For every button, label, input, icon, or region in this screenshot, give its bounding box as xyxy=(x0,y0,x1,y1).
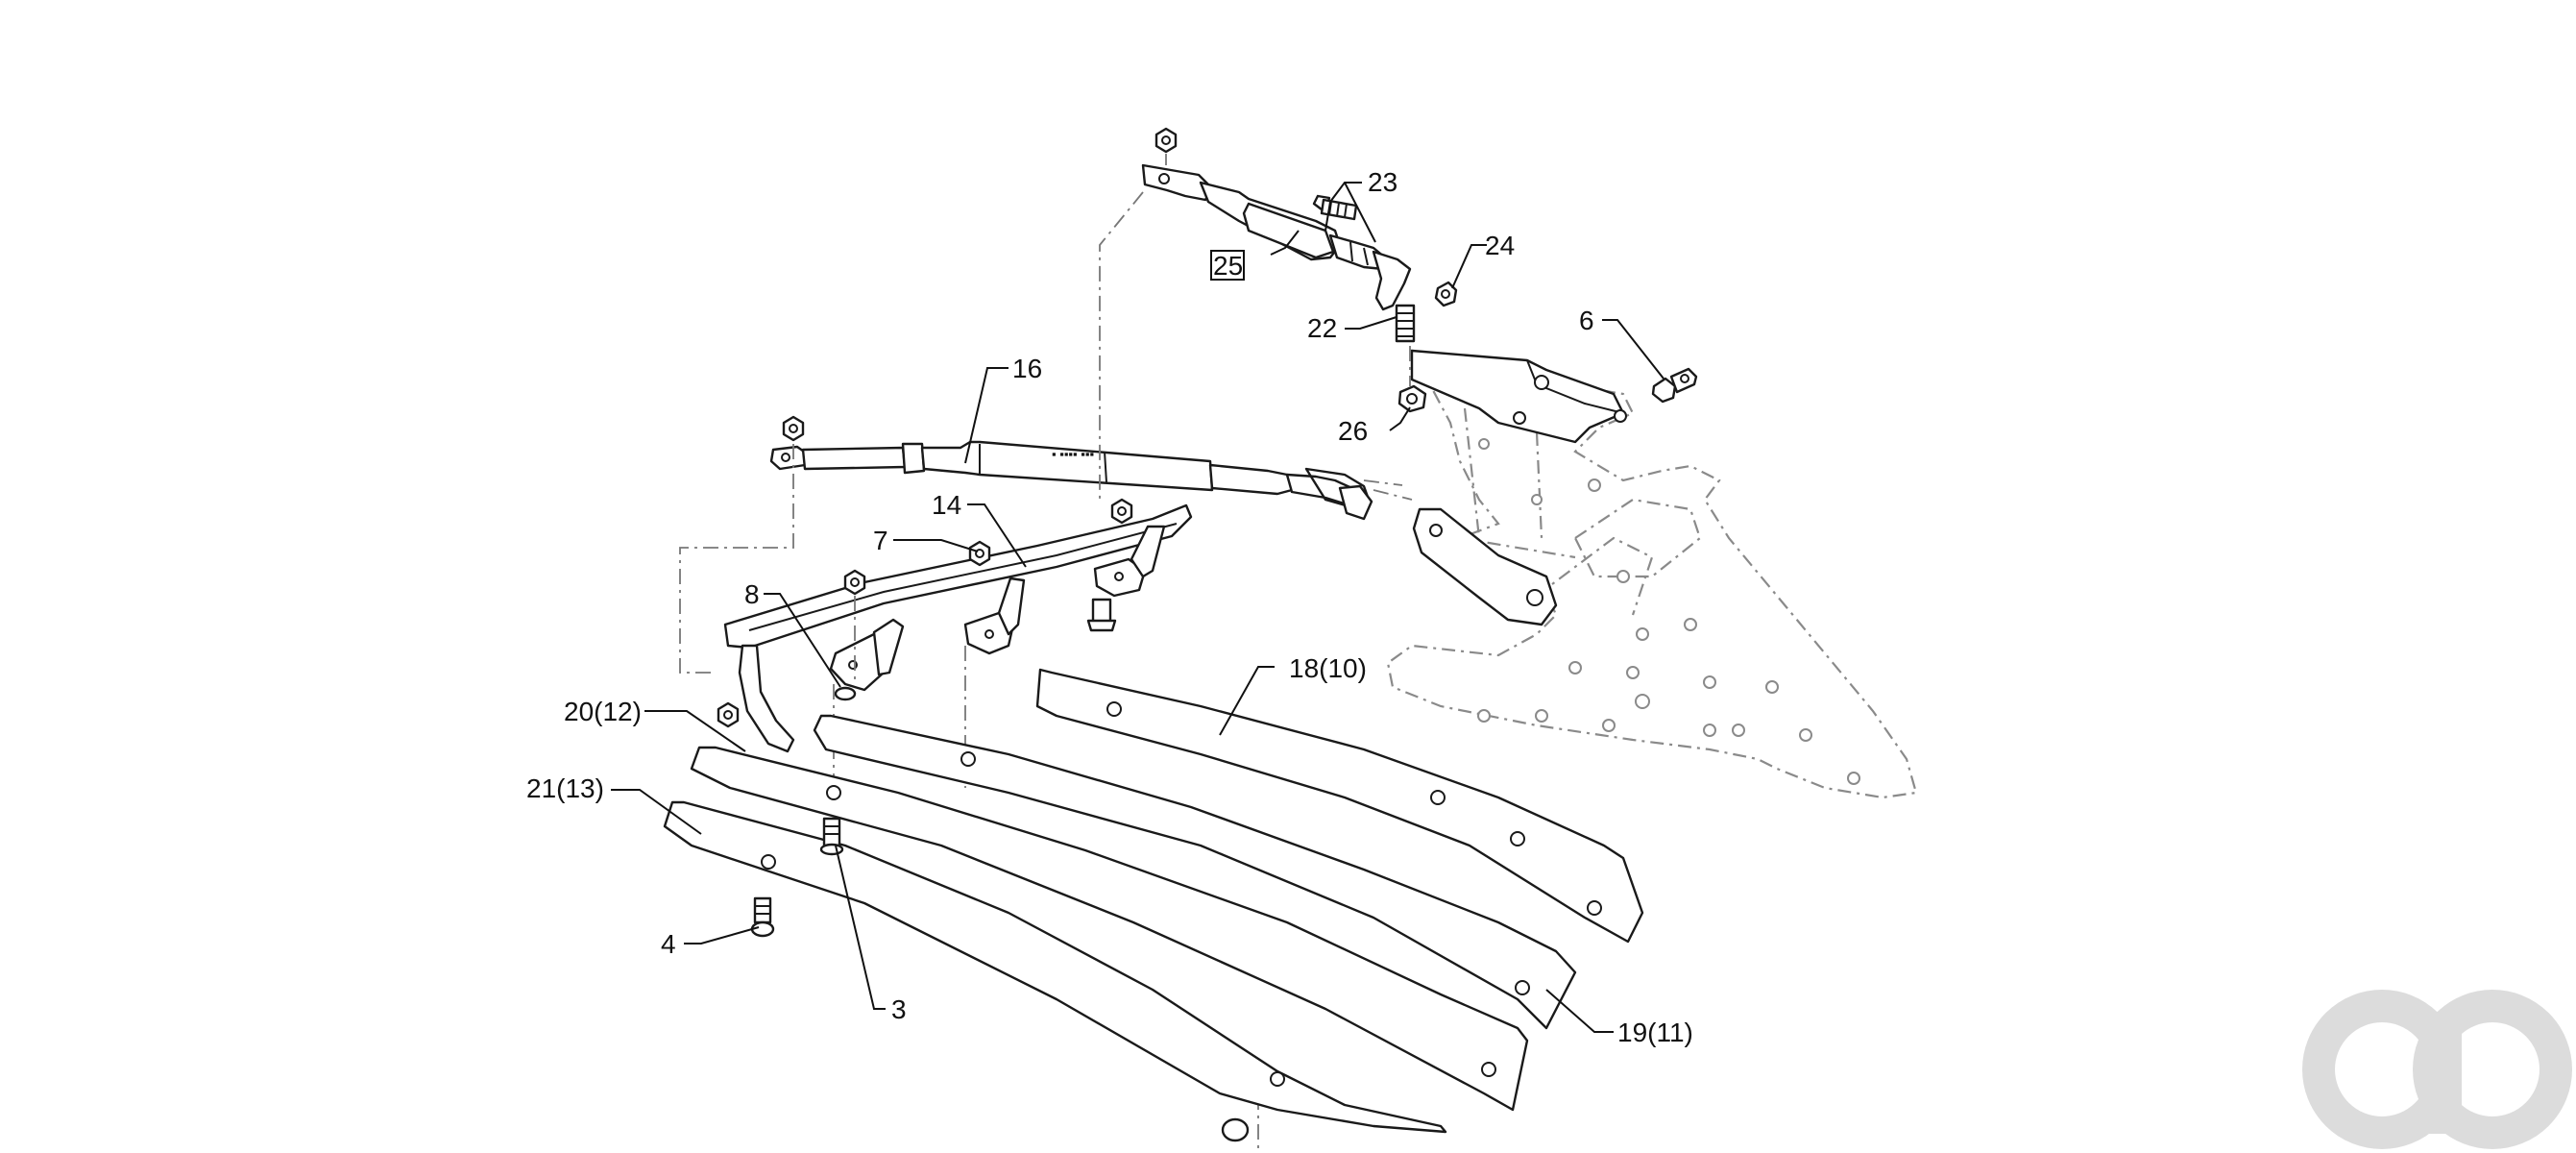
rod-stamp: ▪ ▪▪▪▪ ▪▪▪ xyxy=(1052,447,1094,461)
callout-21: 21(13) xyxy=(526,773,604,803)
callout-6: 6 xyxy=(1579,306,1594,335)
callout-3: 3 xyxy=(891,994,907,1024)
nut-left-20 xyxy=(717,701,740,728)
turnbuckle-16: ▪ ▪▪▪▪ ▪▪▪ xyxy=(769,440,1373,521)
link-plate xyxy=(1412,507,1558,626)
watermark-logo xyxy=(2302,990,2572,1149)
callout-4: 4 xyxy=(661,929,676,959)
callout-22: 22 xyxy=(1307,313,1337,343)
callout-20: 20(12) xyxy=(564,697,642,726)
nut-bar-right xyxy=(1110,498,1133,525)
washer-bar xyxy=(834,686,857,701)
nut-8 xyxy=(843,569,866,596)
nut-26 xyxy=(1397,384,1427,413)
callout-8: 8 xyxy=(744,579,760,609)
leader-lines xyxy=(611,182,1665,1033)
nut-top xyxy=(1154,127,1178,154)
callout-14: 14 xyxy=(932,490,961,520)
bolt-22 xyxy=(1395,304,1416,343)
callout-16: 16 xyxy=(1012,354,1042,383)
bolt-bar xyxy=(1086,598,1117,632)
callout-7: 7 xyxy=(873,526,888,555)
nut-7 xyxy=(968,540,991,567)
plough-frame-outline xyxy=(1386,349,1918,799)
callout-25: 25 xyxy=(1213,251,1243,281)
callout-24: 24 xyxy=(1485,231,1515,260)
callout-25-box xyxy=(1210,250,1245,281)
bolt-3 xyxy=(819,817,844,856)
blade-19 xyxy=(813,714,1577,1030)
blade-20 xyxy=(690,746,1529,1112)
nut-bottom xyxy=(1221,1117,1250,1142)
mounting-bracket xyxy=(1410,349,1627,444)
callout-18: 18(10) xyxy=(1289,653,1367,683)
bolt-23 xyxy=(1312,194,1358,221)
callout-23: 23 xyxy=(1368,167,1397,197)
callout-labels: 23 24 25 22 6 26 16 14 7 8 18(10) 20(12)… xyxy=(526,167,1693,1047)
callout-19: 19(11) xyxy=(1617,1018,1693,1047)
bolt-6 xyxy=(1651,367,1698,404)
nut-16-top xyxy=(782,415,805,442)
bolt-4 xyxy=(750,896,775,938)
blade-21 xyxy=(663,800,1447,1134)
blade-18 xyxy=(1035,668,1644,944)
top-link-25 xyxy=(1141,163,1412,311)
callout-26: 26 xyxy=(1338,416,1368,446)
nut-24 xyxy=(1434,281,1458,307)
bar-14 xyxy=(723,503,1193,753)
